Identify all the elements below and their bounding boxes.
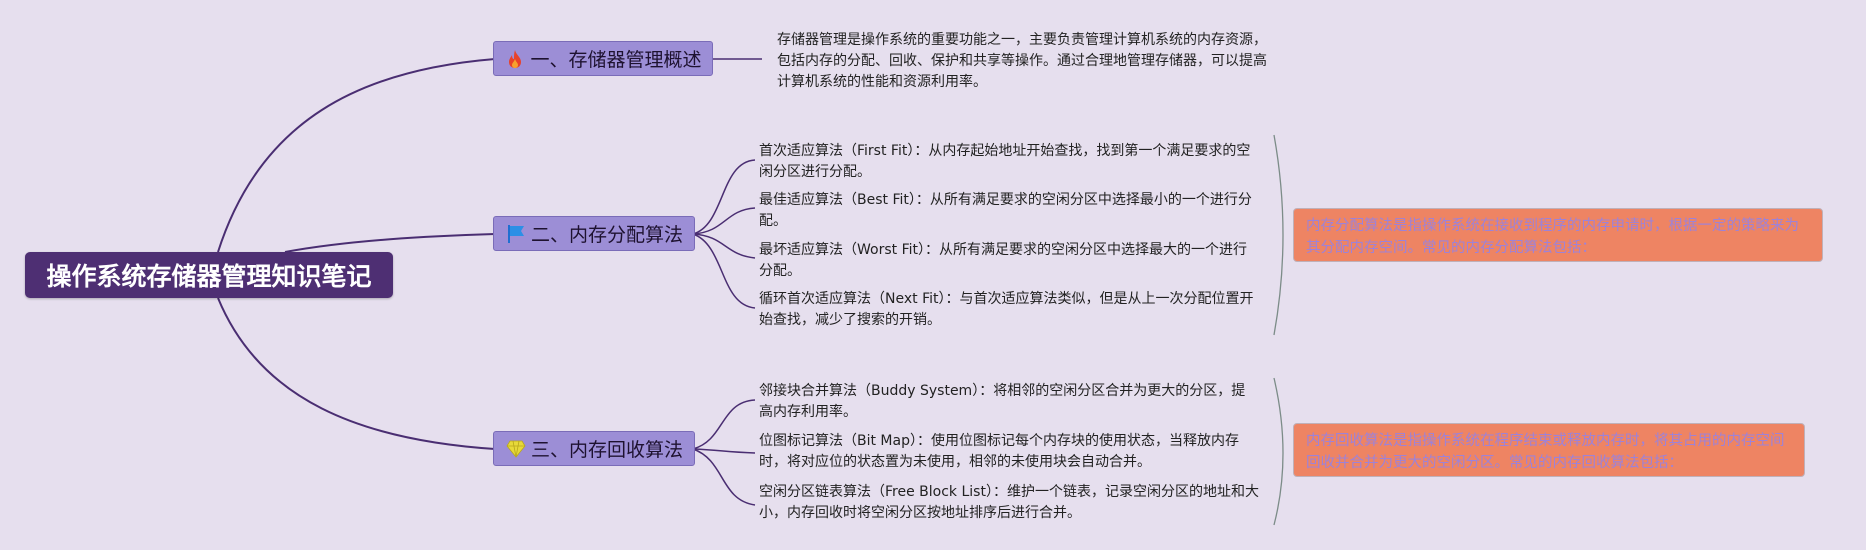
reclaim-leaf-free-block-list[interactable]: 空闲分区链表算法（Free Block List）：维护一个链表，记录空闲分区的… xyxy=(759,484,1259,521)
connector-root-branch-1 xyxy=(217,58,496,253)
branch-memory-reclaim[interactable]: 三、内存回收算法 xyxy=(493,431,695,466)
diamond-icon xyxy=(505,438,527,460)
connector-branch-2-leaf-3 xyxy=(692,233,756,259)
reclaim-leaf-buddy-system[interactable]: 邻接块合并算法（Buddy System）：将相邻的空闲分区合并为更大的分区，提… xyxy=(759,383,1246,420)
connector-root-branch-3 xyxy=(217,297,496,450)
allocation-leaf-best-fit[interactable]: 最佳适应算法（Best Fit）：从所有满足要求的空闲分区中选择最小的一个进行分… xyxy=(759,192,1252,229)
branch-memory-allocation[interactable]: 二、内存分配算法 xyxy=(493,216,695,251)
connector-branch-3-leaf-3 xyxy=(692,448,756,506)
branch-storage-overview[interactable]: 一、存储器管理概述 xyxy=(493,41,713,76)
connector-branch-2-leaf-1 xyxy=(692,159,756,235)
reclaim-leaf-bit-map[interactable]: 位图标记算法（Bit Map）：使用位图标记每个内存块的使用状态，当释放内存时，… xyxy=(759,433,1239,470)
connector-branch-3-leaf-1 xyxy=(692,399,756,450)
overview-leaf-text[interactable]: 存储器管理是操作系统的重要功能之一，主要负责管理计算机系统的内存资源，包括内存的… xyxy=(777,32,1267,90)
connector-branch-2-leaf-4 xyxy=(692,233,756,309)
branch-label: 二、内存分配算法 xyxy=(530,224,683,246)
allocation-leaf-worst-fit[interactable]: 最坏适应算法（Worst Fit）：从所有满足要求的空闲分区中选择最大的一个进行… xyxy=(759,242,1247,279)
allocation-summary-note[interactable]: 内存分配算法是指操作系统在接收到程序的内存申请时，根据一定的策略来为其分配内存空… xyxy=(1293,208,1823,262)
branch-label: 三、内存回收算法 xyxy=(530,439,683,461)
connector-root-branch-2 xyxy=(284,233,496,253)
summary-brace-branch-3 xyxy=(1273,377,1284,526)
reclaim-summary-note[interactable]: 内存回收算法是指操作系统在程序结束或释放内存时，将其占用的内存空间回收并合并为更… xyxy=(1293,423,1805,477)
connector-branch-2-leaf-2 xyxy=(692,207,756,235)
root-topic[interactable]: 操作系统存储器管理知识笔记 xyxy=(25,252,393,298)
allocation-leaf-next-fit[interactable]: 循环首次适应算法（Next Fit）：与首次适应算法类似，但是从上一次分配位置开… xyxy=(759,291,1254,328)
branch-label: 一、存储器管理概述 xyxy=(530,49,702,71)
flag-icon xyxy=(505,223,527,245)
summary-brace-branch-2 xyxy=(1273,134,1284,336)
fire-icon xyxy=(504,48,526,70)
allocation-leaf-first-fit[interactable]: 首次适应算法（First Fit）：从内存起始地址开始查找，找到第一个满足要求的… xyxy=(759,143,1251,180)
connector-branch-3-leaf-2 xyxy=(692,448,756,454)
